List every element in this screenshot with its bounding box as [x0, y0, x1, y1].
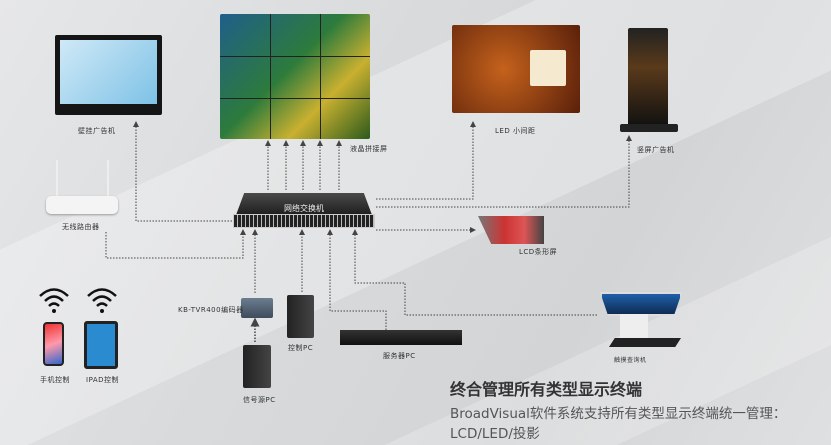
- link-server: [327, 229, 387, 330]
- router-antenna: [56, 160, 58, 198]
- server-device: [340, 330, 462, 345]
- link-led: [376, 121, 476, 200]
- vertical-ad-base: [620, 124, 678, 132]
- switch-label: 网络交换机: [284, 204, 324, 213]
- router-antenna: [107, 160, 109, 198]
- wall-ad-screen: [60, 40, 157, 104]
- source-pc-device: [243, 345, 271, 388]
- link-wall-ad: [133, 121, 232, 222]
- touch-kiosk-label: 触摸查询机: [614, 357, 647, 364]
- switch-device: [236, 193, 372, 215]
- phone-control-label: 手机控制: [40, 376, 70, 384]
- video-wall-seam: [320, 14, 321, 139]
- touch-kiosk-base: [609, 338, 681, 347]
- wifi-icon: [87, 288, 117, 313]
- touch-kiosk-stand: [620, 314, 648, 340]
- router-device: [46, 196, 118, 214]
- switch-ports: [233, 214, 375, 228]
- lcd-bar-device: [478, 216, 544, 244]
- control-pc-device: [287, 295, 314, 338]
- caption-title: 终合管理所有类型显示终端: [450, 380, 643, 399]
- link-touch: [352, 229, 597, 316]
- vertical-ad-label: 竖屏广告机: [637, 146, 675, 154]
- phone-device: [43, 322, 64, 366]
- led-label: LED 小间距: [495, 127, 536, 135]
- link-vertical-ad: [376, 135, 632, 208]
- touch-kiosk-screen: [600, 292, 682, 316]
- caption-line-2: LCD/LED/投影: [450, 426, 540, 442]
- ipad-control-label: IPAD控制: [86, 376, 120, 384]
- lcd-bar-label: LCD条形屏: [519, 248, 558, 256]
- video-wall-seam: [220, 56, 370, 57]
- encoder-label: KB-TVR400编码器: [178, 306, 244, 314]
- led-promo-panel: [530, 50, 566, 86]
- wall-ad-label: 壁挂广告机: [78, 127, 116, 135]
- source-pc-label: 信号源PC: [243, 396, 276, 404]
- ipad-device: [84, 321, 118, 369]
- video-wall-device: [220, 14, 370, 139]
- wall-ad-device: [55, 35, 162, 115]
- control-pc-label: 控制PC: [288, 344, 314, 352]
- server-label: 服务器PC: [383, 352, 416, 360]
- wifi-icon: [39, 288, 69, 313]
- led-device: [452, 25, 580, 113]
- video-wall-seam: [270, 14, 271, 139]
- vertical-ad-device: [628, 28, 668, 126]
- encoder-device: [241, 298, 273, 318]
- video-wall-label: 液晶拼接屏: [350, 145, 388, 153]
- router-label: 无线路由器: [62, 223, 100, 231]
- link-router: [105, 229, 246, 259]
- caption-line-1: BroadVisual软件系统支持所有类型显示终端统一管理：: [450, 406, 787, 422]
- video-wall-seam: [220, 98, 370, 99]
